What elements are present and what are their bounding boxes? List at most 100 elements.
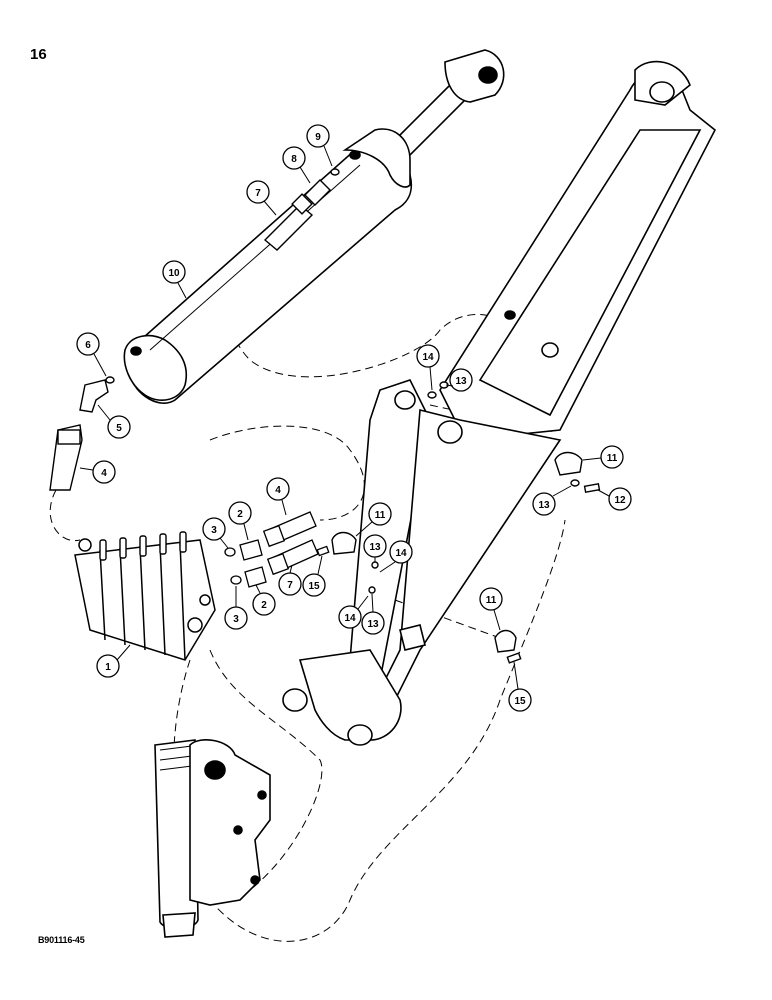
callout-label: 11 bbox=[607, 453, 618, 464]
valve-sections bbox=[99, 541, 186, 661]
callout-13a: 13 bbox=[445, 368, 473, 392]
callout-label: 13 bbox=[369, 542, 381, 553]
callout-label: 6 bbox=[85, 340, 91, 351]
screw-15-lower bbox=[506, 652, 522, 664]
callout-11a: 11 bbox=[582, 445, 624, 469]
valve-port-a bbox=[187, 617, 203, 633]
adapter-2-upper bbox=[239, 539, 263, 561]
callout-label: 10 bbox=[168, 268, 180, 279]
callout-9: 9 bbox=[306, 124, 333, 167]
boom-pin-a bbox=[504, 310, 516, 320]
fitting-7-right-hex bbox=[266, 552, 290, 576]
callout-1: 1 bbox=[96, 644, 131, 678]
callout-label: 7 bbox=[255, 188, 261, 199]
hydraulic-cylinder bbox=[123, 49, 505, 404]
callout-label: 3 bbox=[211, 525, 217, 536]
boom-inner bbox=[478, 129, 702, 417]
arm-body-right bbox=[378, 408, 562, 702]
callout-label: 4 bbox=[101, 468, 107, 479]
page-number: 16 bbox=[30, 46, 47, 63]
swing-bracket-bolt-c bbox=[250, 875, 260, 885]
valve-inlet bbox=[78, 538, 92, 552]
head-port bbox=[349, 150, 361, 160]
callout-6: 6 bbox=[76, 332, 107, 377]
boom-outer bbox=[439, 71, 717, 441]
callout-label: 5 bbox=[116, 423, 122, 434]
adapter-2-lower bbox=[244, 566, 267, 588]
callout-7b: 7 bbox=[278, 564, 302, 596]
valve-spools bbox=[99, 531, 187, 561]
callout-label: 8 bbox=[291, 154, 297, 165]
clamp-11-lower bbox=[494, 629, 517, 653]
callout-11c: 11 bbox=[479, 587, 503, 631]
bolt-12 bbox=[583, 483, 601, 493]
callout-label: 7 bbox=[287, 580, 293, 591]
callout-label: 13 bbox=[538, 500, 550, 511]
callout-label: 15 bbox=[514, 696, 526, 707]
callout-label: 2 bbox=[237, 509, 243, 520]
swing-bracket bbox=[189, 739, 271, 906]
valve-port-b bbox=[199, 594, 211, 606]
swing-shaft-thread bbox=[162, 912, 196, 938]
callout-5: 5 bbox=[97, 404, 131, 439]
fitting-7-upper bbox=[263, 204, 314, 251]
callout-8: 8 bbox=[282, 146, 311, 184]
arm-lug bbox=[399, 624, 426, 651]
callout-label: 3 bbox=[233, 614, 239, 625]
callout-label: 14 bbox=[422, 352, 434, 363]
rod-eye-hole bbox=[478, 66, 498, 84]
callout-label: 14 bbox=[344, 613, 356, 624]
oring-3-upper bbox=[224, 547, 236, 557]
callout-12: 12 bbox=[597, 487, 632, 511]
callout-label: 11 bbox=[375, 510, 386, 521]
callout-label: 13 bbox=[455, 376, 467, 387]
callout-label: 9 bbox=[315, 132, 321, 143]
callout-14c: 14 bbox=[338, 595, 369, 629]
clamp-11-mid bbox=[331, 531, 357, 555]
hose-line-mid bbox=[209, 425, 365, 521]
screw-15-left bbox=[316, 545, 330, 557]
boom-top-pin bbox=[649, 81, 675, 103]
callout-13b: 13 bbox=[532, 485, 572, 516]
callout-15b: 15 bbox=[508, 661, 532, 712]
washer-13-mid-b bbox=[368, 586, 376, 594]
callout-label: 15 bbox=[308, 581, 320, 592]
callout-13c: 13 bbox=[363, 534, 387, 562]
callout-11b: 11 bbox=[355, 502, 392, 537]
arm-top-pin-right bbox=[437, 420, 463, 444]
washer-14-upper bbox=[427, 391, 437, 399]
cylinder-rod-eye bbox=[444, 49, 505, 103]
oring-3-lower bbox=[230, 575, 242, 585]
swing-bracket-bolt-b bbox=[233, 825, 243, 835]
cylinder-fittings bbox=[49, 168, 340, 491]
drawing-code: B901116-45 bbox=[38, 935, 85, 945]
callouts: 1 2 2 3 3 4 4 5 6 7 7 8 9 10 11 11 11 12… bbox=[76, 124, 632, 712]
callout-4b: 4 bbox=[266, 477, 290, 516]
fitting-7-upper-hex bbox=[291, 193, 313, 215]
washer-13-right bbox=[570, 479, 580, 487]
callout-14b: 14 bbox=[379, 540, 413, 573]
callout-label: 11 bbox=[486, 595, 497, 606]
fitting-4-right-hex bbox=[262, 524, 286, 548]
valve-fittings bbox=[224, 511, 330, 588]
hose-line-left bbox=[49, 489, 81, 542]
elbow-5 bbox=[79, 379, 109, 413]
callout-label: 2 bbox=[261, 600, 267, 611]
washer-13-mid-a bbox=[371, 561, 379, 569]
callout-15a: 15 bbox=[302, 555, 326, 597]
arm-foot-pin-left bbox=[282, 688, 308, 712]
hose-clamps bbox=[331, 381, 601, 664]
callout-label: 1 bbox=[105, 662, 111, 673]
arm-foot-pin-right bbox=[347, 724, 373, 746]
callout-13d: 13 bbox=[361, 593, 385, 635]
boom bbox=[439, 60, 717, 441]
callout-2b: 2 bbox=[252, 584, 276, 616]
control-valve bbox=[74, 531, 216, 661]
oring-9 bbox=[330, 168, 340, 176]
cylinder-head bbox=[342, 128, 411, 188]
fitting-4-left-hex bbox=[57, 429, 81, 445]
callout-10: 10 bbox=[162, 260, 187, 299]
boom-pin-b bbox=[541, 342, 559, 358]
